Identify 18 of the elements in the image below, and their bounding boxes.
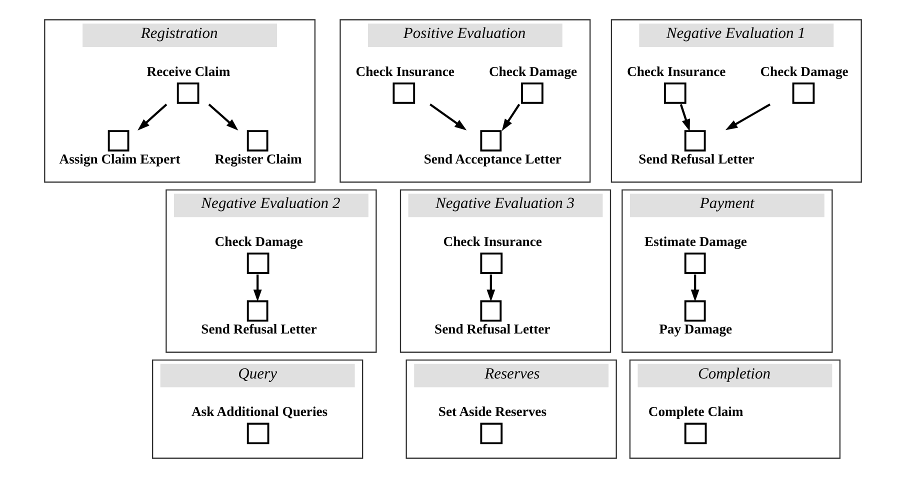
node-label: Send Refusal Letter bbox=[638, 151, 754, 166]
node-label: Check Damage bbox=[760, 64, 848, 79]
node-label: Estimate Damage bbox=[644, 234, 747, 249]
node-label: Send Refusal Letter bbox=[434, 322, 550, 336]
node-label: Ask Additional Queries bbox=[191, 404, 328, 420]
node-label: Check Insurance bbox=[356, 64, 454, 79]
node-label: Set Aside Reserves bbox=[438, 404, 547, 420]
node-label: Check Insurance bbox=[443, 234, 542, 249]
node-label: Check Damage bbox=[214, 234, 303, 249]
node-label: Assign Claim Expert bbox=[59, 151, 180, 166]
node-label: Complete Claim bbox=[648, 404, 744, 420]
node-label: Register Claim bbox=[214, 151, 302, 166]
node-label: Check Damage bbox=[488, 64, 578, 79]
node-label: Pay Damage bbox=[659, 322, 732, 336]
node-label: Receive Claim bbox=[146, 64, 230, 79]
node-label: Check Insurance bbox=[627, 64, 726, 79]
node-label: Send Refusal Letter bbox=[201, 322, 317, 336]
node-label: Send Acceptance Letter bbox=[424, 151, 562, 166]
